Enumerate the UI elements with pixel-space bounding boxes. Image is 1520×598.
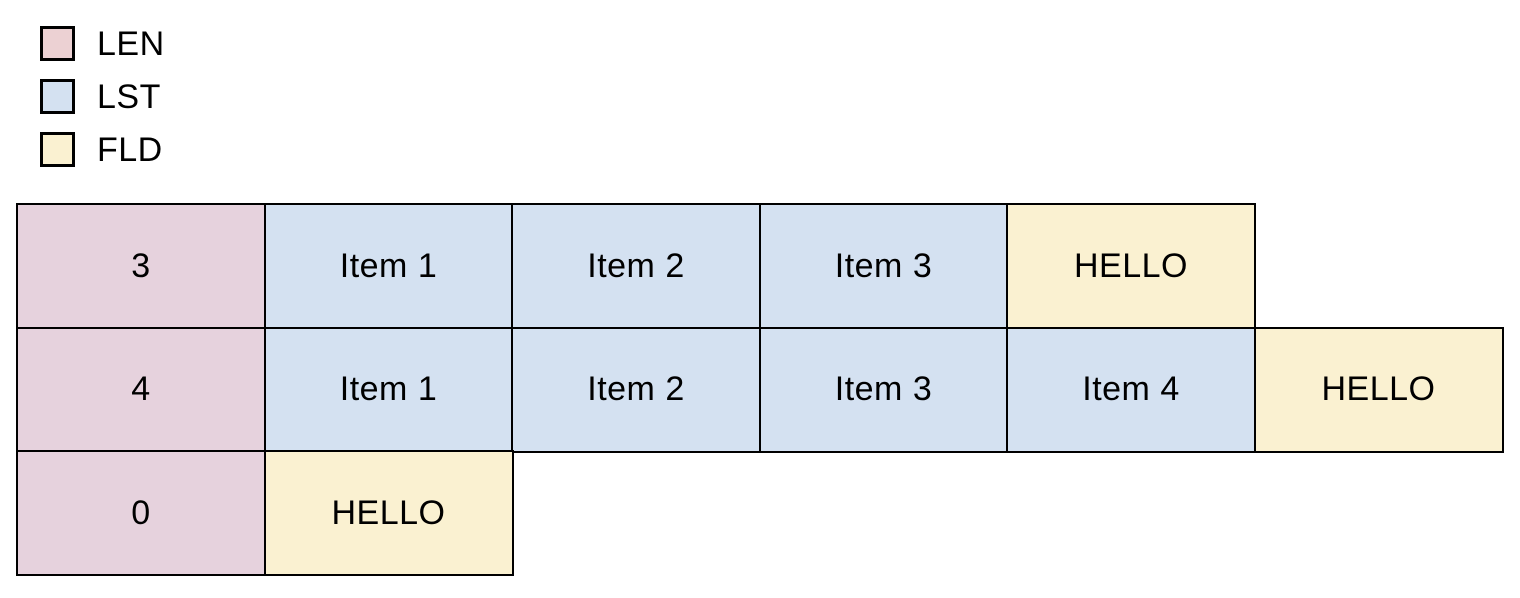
cell-fld: HELLO bbox=[1006, 203, 1256, 329]
cell-lst: Item 2 bbox=[511, 326, 761, 453]
cell-lst: Item 4 bbox=[1006, 326, 1256, 453]
legend-label-len: LEN bbox=[97, 24, 165, 63]
cell-fld: HELLO bbox=[263, 450, 514, 576]
cell-lst: Item 1 bbox=[263, 203, 514, 329]
cell-len: 3 bbox=[16, 203, 266, 329]
cell-len: 4 bbox=[16, 326, 266, 453]
cell-lst: Item 1 bbox=[263, 326, 514, 453]
cell-lst: Item 3 bbox=[758, 326, 1009, 453]
len-swatch bbox=[40, 26, 75, 61]
legend: LEN LST FLD bbox=[40, 26, 165, 167]
fld-swatch bbox=[40, 132, 75, 167]
legend-item-fld: FLD bbox=[40, 132, 165, 167]
legend-label-lst: LST bbox=[97, 77, 161, 116]
cell-lst: Item 2 bbox=[511, 203, 761, 329]
lst-swatch bbox=[40, 79, 75, 114]
legend-label-fld: FLD bbox=[97, 130, 163, 169]
cell-len: 0 bbox=[16, 450, 266, 576]
legend-item-lst: LST bbox=[40, 79, 165, 114]
cell-lst: Item 3 bbox=[758, 203, 1009, 329]
legend-item-len: LEN bbox=[40, 26, 165, 61]
cell-fld: HELLO bbox=[1253, 326, 1504, 453]
